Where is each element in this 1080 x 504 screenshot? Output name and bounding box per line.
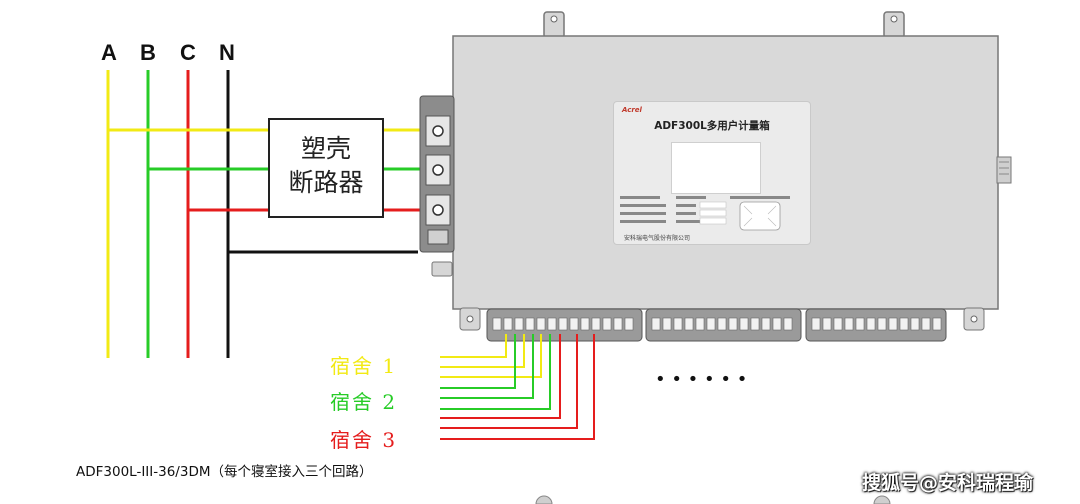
dorm2-wire-3 xyxy=(440,334,551,410)
meter-front-panel: Acrel ADF300L多用户计量箱 安科瑞电气股份有限公司 xyxy=(613,101,811,245)
bottom-screw-2 xyxy=(873,495,891,504)
phase-label-a: A xyxy=(101,40,117,65)
more-meters-ellipsis: • • • • • • xyxy=(655,369,747,390)
phase-label-n: N xyxy=(219,40,235,65)
dorm-wiring xyxy=(440,334,595,440)
dorm-label-2: 宿舍 2 xyxy=(330,390,398,414)
dorm2-wire-2 xyxy=(440,334,534,399)
dorm1-wire-1 xyxy=(440,334,507,358)
manufacturer-name: 安科瑞电气股份有限公司 xyxy=(624,235,691,242)
dorm-label-3: 宿舍 3 xyxy=(330,428,398,452)
dorm2-wire-1 xyxy=(440,334,516,389)
lcd-display xyxy=(671,142,761,194)
diagram-caption: ADF300L-III-36/3DM（每个寝室接入三个回路） xyxy=(76,464,373,480)
watermark-text: 搜狐号@安科瑞程瑜 xyxy=(862,472,1034,494)
dorm-label-1: 宿舍 1 xyxy=(330,354,398,378)
dorm1-wire-2 xyxy=(440,334,525,368)
bottom-screw xyxy=(535,495,553,504)
breaker-label-line1: 塑壳 xyxy=(300,134,351,163)
phase-label-c: C xyxy=(180,40,196,65)
breaker-label-line2: 断路器 xyxy=(288,168,364,197)
meter-model-title: ADF300L多用户计量箱 xyxy=(654,120,770,132)
brand-logo: Acrel xyxy=(622,106,642,114)
dorm3-wire-3 xyxy=(440,334,595,440)
spec-label-area xyxy=(620,196,790,231)
phase-label-b: B xyxy=(140,40,156,65)
dorm1-wire-3 xyxy=(440,334,542,378)
dorm3-wire-2 xyxy=(440,334,578,429)
molded-case-breaker: 塑壳 断路器 xyxy=(268,118,384,218)
dorm3-wire-1 xyxy=(440,334,561,419)
